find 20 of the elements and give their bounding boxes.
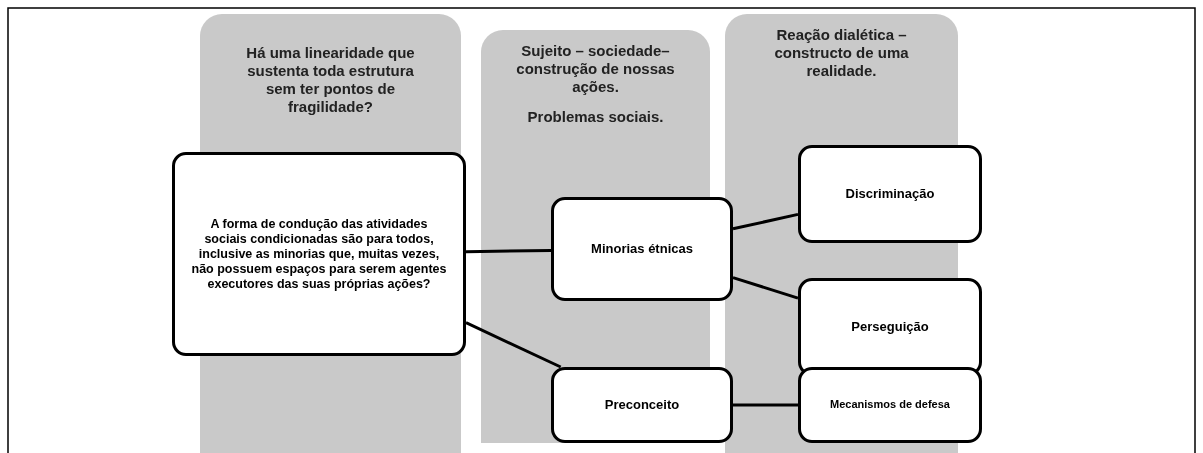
box-text: Discriminação [845,186,935,202]
connector-line [733,403,798,407]
column-heading: Problemas sociais. [526,108,665,126]
process-box [798,145,982,243]
column-heading: Sujeito – sociedade– construção de nossas ações. [515,42,676,96]
connector-line [732,276,799,300]
box-text: Preconceito [604,397,680,413]
column-heading: Reação dialética – constructo de uma realidade. [773,26,910,80]
process-box [551,197,733,301]
box-text: Mecanismos de defesa [830,398,950,412]
column-heading: Há uma linearidade que sustenta toda estrutura sem ter pontos de fragilidade? [245,44,416,116]
box-text: A forma de condução das atividades sociais condicionadas são para todos, inclusive as minorias que, muitas vezes, não possuem espaços para serem agentes executores das suas próprias ações? [191,216,447,292]
connector-line [465,321,562,369]
connector-line [732,212,799,231]
process-box [798,367,982,443]
process-box [551,367,733,443]
connector-line [465,248,552,254]
box-text: Minorias étnicas [591,241,693,257]
process-box [172,152,466,356]
box-text: Perseguição [851,319,929,335]
